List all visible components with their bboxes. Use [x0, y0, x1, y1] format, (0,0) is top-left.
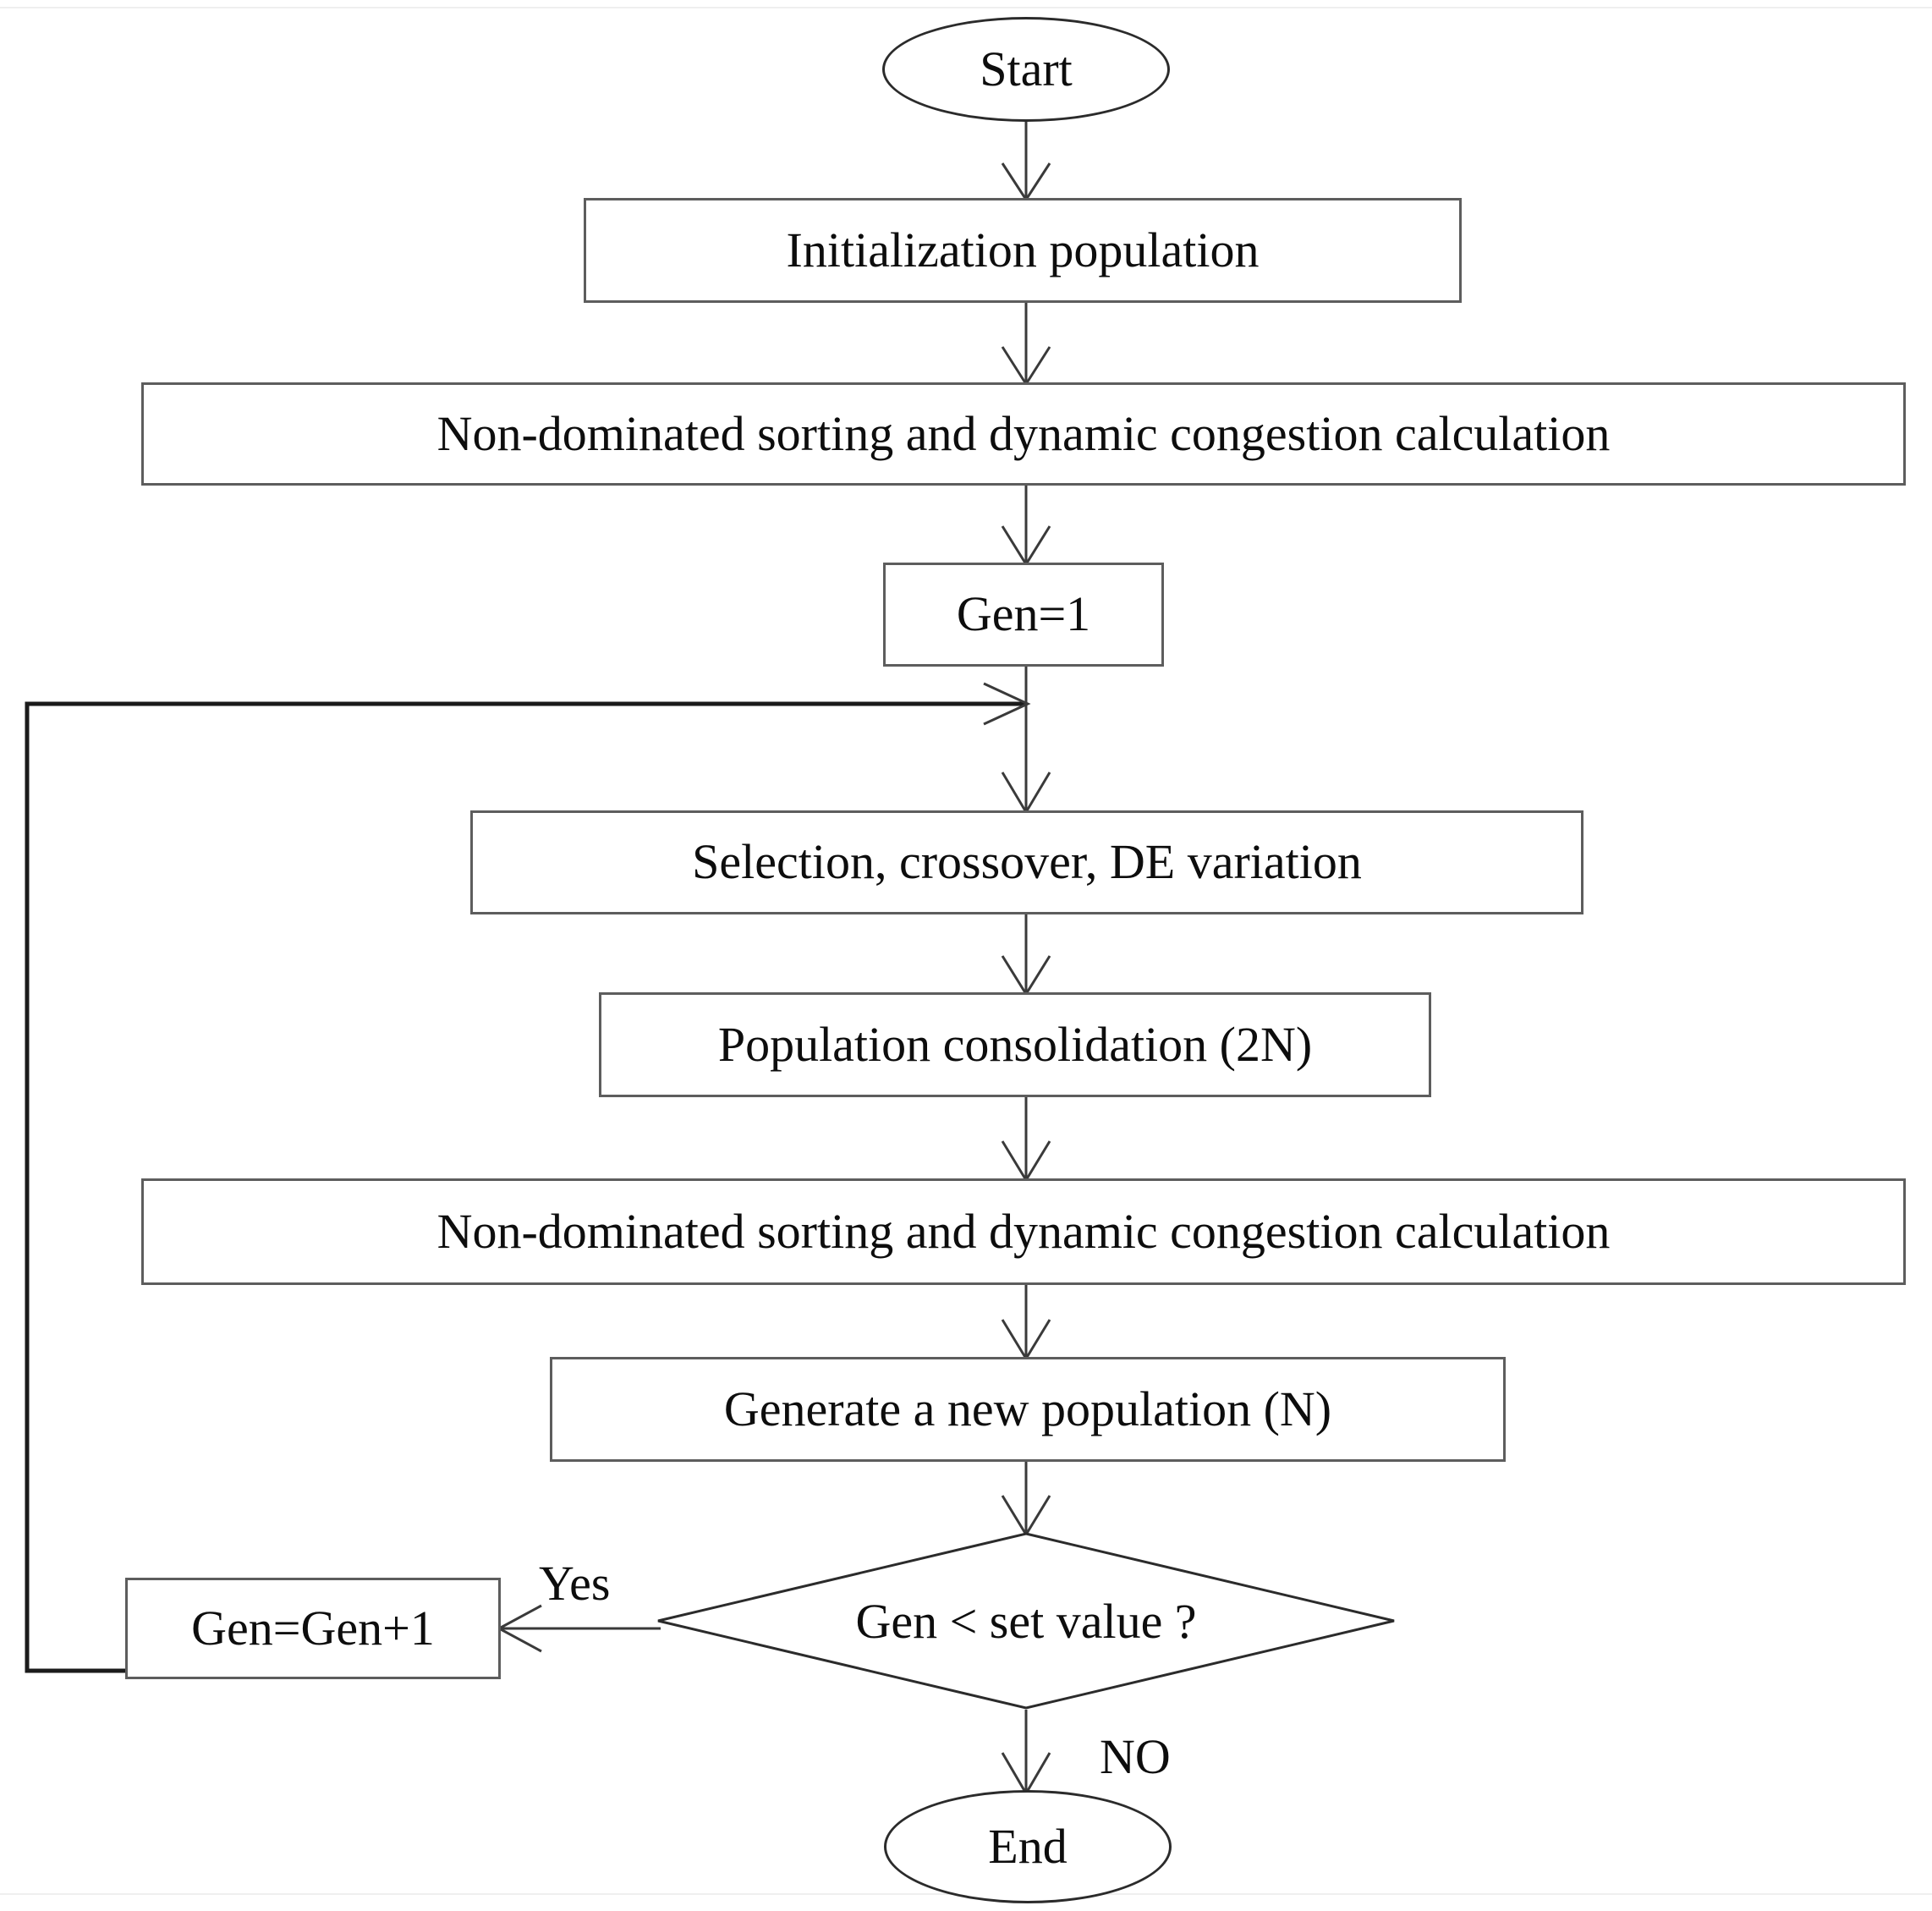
node-end[interactable]: End: [884, 1790, 1172, 1903]
node-non-dominated-sorting-1[interactable]: Non-dominated sorting and dynamic conges…: [141, 382, 1906, 486]
node-selection-crossover-de-variation[interactable]: Selection, crossover, DE variation: [470, 810, 1583, 914]
node-non-dominated-sorting-2[interactable]: Non-dominated sorting and dynamic conges…: [141, 1178, 1906, 1285]
top-divider: [0, 7, 1932, 8]
node-population-consolidation[interactable]: Population consolidation (2N): [599, 992, 1431, 1097]
node-start[interactable]: Start: [882, 17, 1170, 122]
edge-label-no: NO: [1100, 1729, 1171, 1784]
edge-label-yes: Yes: [539, 1556, 611, 1611]
diamond-shape: [657, 1532, 1395, 1710]
node-initialization-population[interactable]: Initialization population: [584, 198, 1462, 303]
node-decision-gen-less-than-set-value[interactable]: Gen < set value ?: [656, 1531, 1397, 1711]
node-gen-init[interactable]: Gen=1: [883, 563, 1164, 667]
decision-label: Gen < set value ?: [855, 1593, 1197, 1649]
node-generate-new-population[interactable]: Generate a new population (N): [550, 1357, 1506, 1462]
node-gen-increment[interactable]: Gen=Gen+1: [125, 1578, 501, 1679]
